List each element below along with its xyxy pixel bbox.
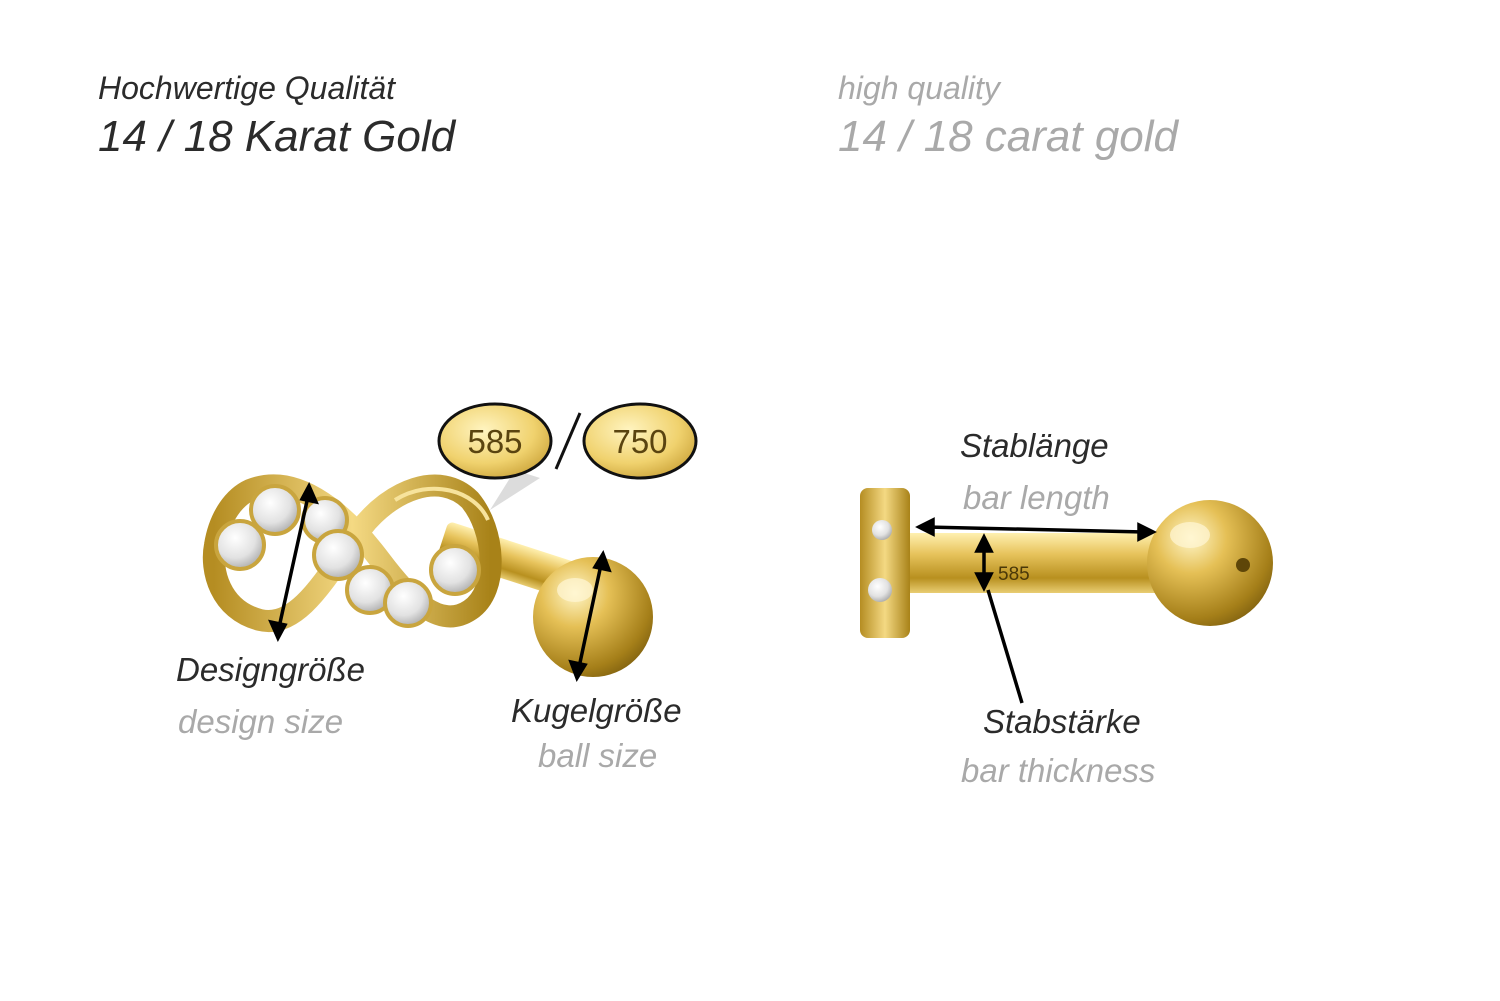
bar-length-arrow	[915, 517, 1157, 542]
header-title-en: 14 / 18 carat gold	[838, 112, 1179, 161]
bar-length-label-de: Stablänge	[960, 427, 1109, 464]
design-size-label-de: Designgröße	[176, 651, 365, 688]
infinity-stud-image	[202, 474, 653, 682]
hallmark-585-oval	[437, 402, 553, 480]
hallmark-585-text: 585	[467, 423, 522, 460]
ball-size-label-de: Kugelgröße	[511, 692, 682, 729]
hallmark-callout: 585 750	[437, 402, 698, 510]
left-ball	[533, 557, 653, 677]
hallmark-750-oval	[582, 402, 698, 480]
design-size-label-en: design size	[178, 703, 344, 740]
ball-size-label-en: ball size	[538, 737, 658, 774]
bar-thickness-arrow	[974, 533, 1024, 704]
infinity-stones	[214, 484, 481, 628]
bar-thickness-label-en: bar thickness	[961, 752, 1156, 789]
header-subtitle-en: high quality	[838, 70, 1000, 106]
design-size-arrow	[268, 482, 319, 642]
bar-engraving: 585	[998, 564, 1030, 585]
header-title-de: 14 / 18 Karat Gold	[98, 112, 456, 161]
side-view-image: 585	[860, 488, 1273, 704]
bar-thickness-label-de: Stabstärke	[983, 703, 1141, 740]
hallmark-slash	[554, 412, 582, 470]
ball-size-arrow	[568, 550, 612, 682]
infinity-frame	[202, 474, 502, 633]
right-ball	[1147, 500, 1273, 626]
header-subtitle-de: Hochwertige Qualität	[98, 70, 396, 106]
bar-length-label-en: bar length	[963, 479, 1110, 516]
hallmark-750-text: 750	[612, 423, 667, 460]
right-head	[860, 488, 910, 638]
right-bar	[905, 533, 1163, 593]
